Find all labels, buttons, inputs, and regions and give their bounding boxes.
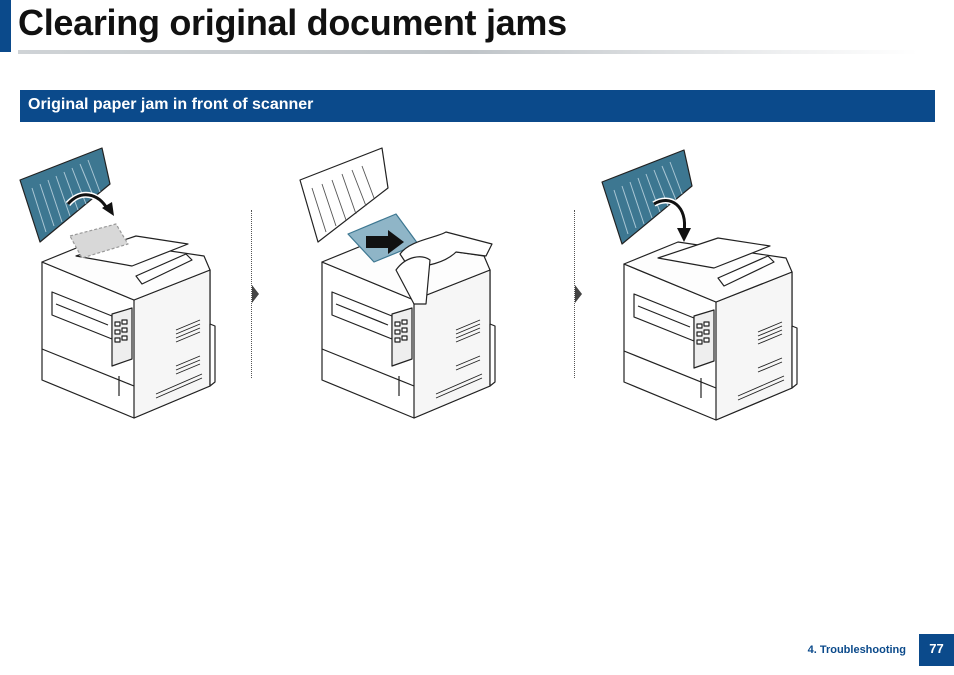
step-arrow-icon — [575, 285, 582, 303]
section-heading: Original paper jam in front of scanner — [28, 96, 314, 113]
printer-remove-jammed-paper-illustration — [299, 147, 496, 419]
title-accent-bar — [0, 0, 11, 52]
footer-chapter-label: 4. Troubleshooting — [807, 644, 906, 656]
printer-open-scanner-cover-illustration — [19, 147, 216, 419]
title-underline — [18, 50, 918, 54]
page-number: 77 — [919, 634, 954, 666]
printer-close-scanner-cover-illustration — [601, 149, 798, 421]
section-heading-bar: Original paper jam in front of scanner — [20, 90, 935, 122]
step-arrow-icon — [252, 285, 259, 303]
page-title: Clearing original document jams — [18, 2, 567, 43]
step-divider — [251, 210, 252, 378]
step-divider — [574, 210, 575, 378]
